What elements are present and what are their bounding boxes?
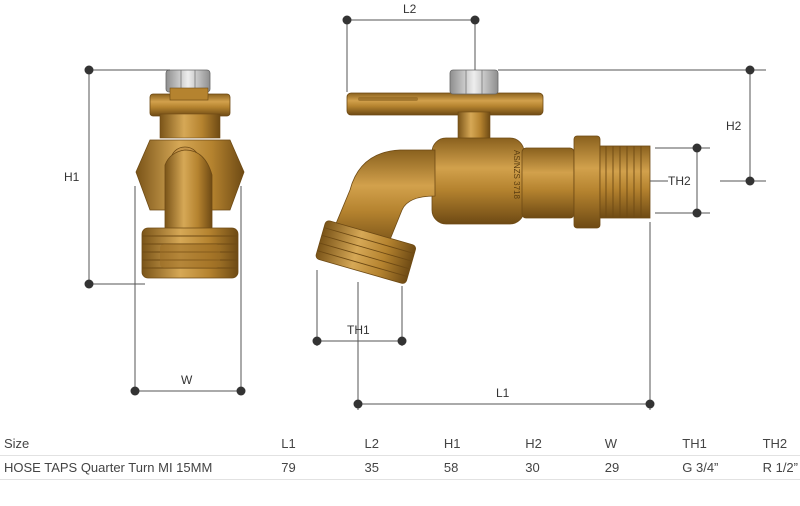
label-th1: TH1 — [347, 323, 370, 337]
header-size: Size — [0, 432, 280, 456]
spec-table: Size L1 L2 H1 H2 W TH1 TH2 HOSE TAPS Qua… — [0, 432, 800, 480]
front-view-valve — [135, 69, 245, 279]
label-h2: H2 — [726, 119, 742, 133]
header-w: W — [602, 432, 681, 456]
cell-size: HOSE TAPS Quarter Turn MI 15MM — [0, 455, 280, 480]
technical-drawing: AS/NZS 3718 — [64, 2, 766, 410]
header-l2: L2 — [362, 432, 442, 456]
dimension-endpoints — [84, 15, 755, 409]
header-h2: H2 — [523, 432, 603, 456]
label-h1: H1 — [64, 170, 80, 184]
label-l2: L2 — [403, 2, 417, 16]
cell-w: 29 — [602, 455, 681, 480]
label-w: W — [181, 373, 193, 387]
header-th1: TH1 — [680, 432, 761, 456]
svg-text:AS/NZS 3718: AS/NZS 3718 — [512, 150, 521, 199]
header-l1: L1 — [279, 432, 363, 456]
cell-th2: R 1/2” — [760, 455, 800, 480]
table-row: HOSE TAPS Quarter Turn MI 15MM 79 35 58 … — [0, 455, 800, 480]
cell-l2: 35 — [362, 455, 442, 480]
side-view-valve: AS/NZS 3718 — [315, 69, 651, 284]
spec-table-header: Size L1 L2 H1 H2 W TH1 TH2 — [0, 432, 800, 456]
cell-l1: 79 — [279, 455, 363, 480]
label-l1: L1 — [496, 386, 510, 400]
cell-h2: 30 — [523, 455, 603, 480]
header-h1: H1 — [441, 432, 524, 456]
dimension-lines — [88, 19, 766, 410]
cell-h1: 58 — [441, 455, 524, 480]
label-th2: TH2 — [668, 174, 691, 188]
header-th2: TH2 — [760, 432, 800, 456]
cell-th1: G 3/4” — [680, 455, 761, 480]
